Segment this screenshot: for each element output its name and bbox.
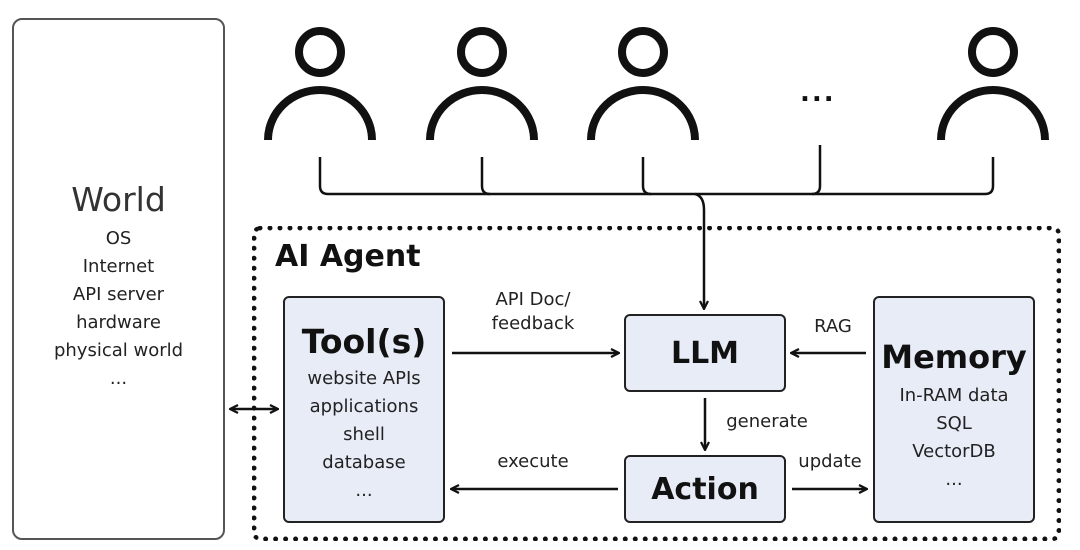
memory-box: Memory In-RAM data SQL VectorDB ...	[873, 296, 1035, 523]
world-item: OS	[105, 228, 132, 249]
action-box: Action	[624, 455, 786, 523]
memory-item: In-RAM data	[899, 385, 1009, 406]
memory-title: Memory	[881, 338, 1027, 376]
generate-label: generate	[726, 411, 808, 432]
user-icon	[426, 27, 538, 141]
world-title: World	[71, 180, 166, 219]
user-icon	[937, 27, 1049, 141]
api-doc-label-line2: feedback	[491, 313, 575, 334]
llm-title: LLM	[670, 335, 740, 371]
llm-box: LLM	[624, 314, 786, 392]
tools-box: Tool(s) website APIs applications shell …	[283, 296, 445, 523]
tools-item: database	[322, 452, 406, 473]
ai-agent-frame	[252, 226, 1061, 541]
memory-item: ...	[945, 469, 963, 490]
memory-item: SQL	[936, 413, 972, 434]
users-to-llm-connector	[318, 145, 995, 308]
world-box: World OS Internet API server hardware ph…	[12, 18, 225, 540]
tools-item: applications	[309, 396, 419, 417]
update-label: update	[798, 451, 862, 472]
tools-title: Tool(s)	[301, 322, 427, 361]
action-title: Action	[651, 471, 759, 507]
users-ellipsis: ...	[800, 78, 836, 108]
user-icon	[264, 27, 376, 141]
world-item: hardware	[76, 312, 161, 333]
ai-agent-title: AI Agent	[275, 239, 421, 274]
world-item: physical world	[53, 340, 184, 361]
memory-item: VectorDB	[912, 441, 996, 462]
tools-item: shell	[343, 424, 385, 445]
world-item: API server	[72, 284, 165, 305]
tools-item: ...	[355, 480, 373, 501]
world-item: Internet	[82, 256, 155, 277]
execute-label: execute	[497, 451, 569, 472]
user-icon	[587, 27, 699, 141]
world-item: ...	[109, 368, 128, 389]
api-doc-feedback-label: API Doc/ feedback	[478, 288, 588, 336]
tools-item: website APIs	[307, 368, 421, 389]
api-doc-label-line1: API Doc/	[495, 289, 571, 310]
rag-label: RAG	[814, 316, 852, 337]
